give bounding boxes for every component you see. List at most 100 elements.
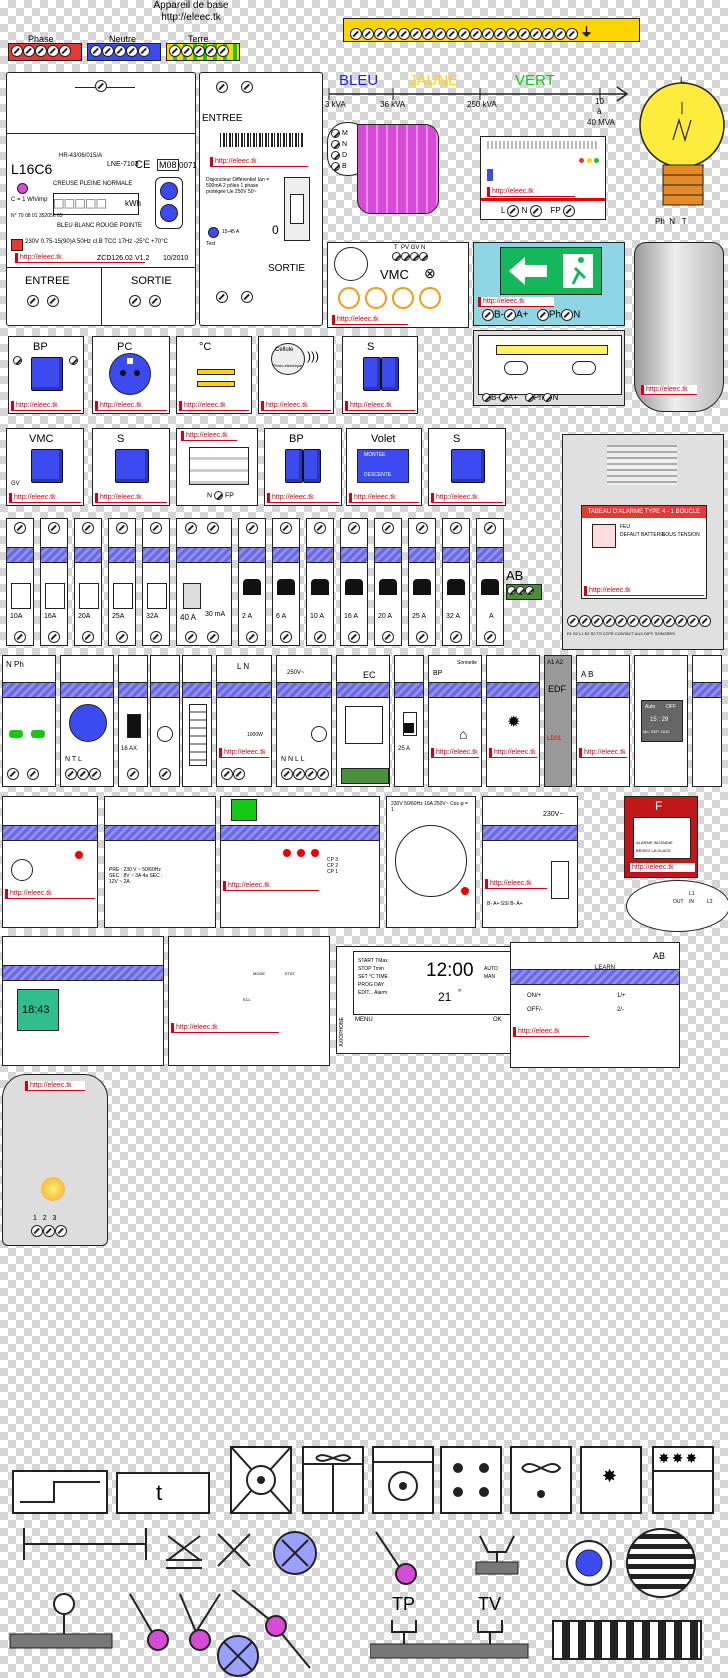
module-volet: Volet MONTEE DESCENTE http://eleec.tk <box>346 428 422 506</box>
module-s-single-2: S http://eleec.tk <box>428 428 506 506</box>
module-n-ph: N Ph <box>2 655 56 787</box>
symbol-antenna <box>475 1535 519 1575</box>
screw-icon <box>169 45 181 57</box>
sun-icon: ✹ <box>507 714 521 731</box>
symbol-pendants <box>129 1590 311 1677</box>
electric-meter: L16C6 HR-43/06/015/A LNE-7103 CE M08 007… <box>6 72 197 326</box>
meter-url[interactable]: http://eleec.tk <box>15 253 145 263</box>
module-pilot: http://eleec.tk N FP <box>176 428 258 506</box>
remote-detector: http://eleec.tk 1 2 3 <box>2 1074 108 1246</box>
module-socket: N T L <box>60 655 114 787</box>
breaker-16a-b[interactable]: 16 A <box>340 518 368 646</box>
vmc-rocker[interactable] <box>31 449 63 483</box>
push-button[interactable] <box>31 357 63 391</box>
module-crepuscular: ✹http://eleec.tk <box>486 655 540 787</box>
wifi-icon: ))) <box>307 349 319 363</box>
fan-icon: ⊗ <box>424 265 436 281</box>
single-rocker[interactable] <box>115 449 149 483</box>
exit-sign-face <box>500 247 602 295</box>
screw-icon <box>181 45 193 57</box>
breaker-20a-b[interactable]: 20 A <box>374 518 402 646</box>
vmc-module: T PV GV N VMC ⊗ http://eleec.tk <box>327 242 469 328</box>
breaker-10a-b[interactable]: 10 A <box>306 518 334 646</box>
breaker-16a[interactable]: 16A <box>40 518 68 646</box>
symbol-lamp-circle <box>273 1531 317 1575</box>
screw-icon <box>193 45 205 57</box>
page-title: Appareil de base <box>153 0 229 11</box>
lightbulb-letter: L <box>679 75 685 85</box>
rocker-left[interactable] <box>363 357 381 391</box>
breaker-10a[interactable]: 10A <box>6 518 34 646</box>
phase-terminals <box>8 43 82 61</box>
star-icon: ✸ <box>602 1466 618 1486</box>
symbol-socket-cross <box>166 1535 202 1569</box>
rocker-right[interactable] <box>381 357 399 391</box>
breaker-25a-b[interactable]: 25 A <box>408 518 436 646</box>
breaker-6a[interactable]: 6 A <box>272 518 300 646</box>
module-m: M <box>150 655 180 787</box>
module-remote-switch: MODE ETAT ECL http://eleec.tk <box>168 936 330 1066</box>
module-s-double: S http://eleec.tk <box>342 336 418 414</box>
impulse-led <box>17 183 28 194</box>
scale-arrow-icon <box>328 86 629 102</box>
module-timer: 250V~N N L L <box>276 655 332 787</box>
symbol-step <box>12 1470 108 1514</box>
bell-icon: ⌂ <box>459 726 468 742</box>
smoke-detector: OUT L1 IN L2 <box>626 880 728 932</box>
module-ec: EC <box>336 655 390 787</box>
breaker-20a[interactable]: 20A <box>74 518 102 646</box>
volet-rocker[interactable]: MONTEE DESCENTE <box>357 449 409 483</box>
symbol-spot: ✸ <box>580 1446 642 1514</box>
main-switch[interactable] <box>284 177 310 241</box>
screw-icon <box>35 45 47 57</box>
screw-icon <box>11 45 23 57</box>
screw-icon <box>217 45 229 57</box>
module-bp-double: BP http://eleec.tk <box>264 428 342 506</box>
test-button[interactable] <box>208 227 219 238</box>
symbol-speaker-grille <box>626 1528 696 1598</box>
symbol-pendant-lamp <box>375 1531 417 1585</box>
screw-icon <box>102 45 114 57</box>
disjoncteur-branchement: ENTREE http://eleec.tk Disjoncteur Diffé… <box>199 72 323 326</box>
module-vmc-switch: VMC GV http://eleec.tk <box>6 428 84 506</box>
module-dimmer: 230V 50/60Hz 16A 250V~ Cos φ = 1 <box>386 796 476 928</box>
breaker-25a[interactable]: 25A <box>108 518 136 646</box>
power-scale: BLEU JAUNE VERT 3 kVA 36 kVA 250 kVA 10 … <box>325 70 635 130</box>
symbol-timer: t <box>116 1472 210 1514</box>
breaker-2a[interactable]: 2 A <box>238 518 266 646</box>
breaker-32a[interactable]: 32A <box>142 518 170 646</box>
module-diff-relay: http://eleec.tk <box>2 796 98 928</box>
meter-button-top[interactable] <box>160 182 178 200</box>
screw-icon <box>59 45 71 57</box>
header: Appareil de base http://eleec.tk <box>150 0 232 24</box>
header-url: http://eleec.tk <box>161 12 221 23</box>
exit-arrow-icon <box>509 254 593 288</box>
breaker-blank[interactable]: A <box>476 518 504 646</box>
breaker-32a-b[interactable]: 32 A <box>442 518 470 646</box>
lighting-module: http://eleec.tk L N FP <box>480 136 606 220</box>
symbol-lamp-box <box>230 1446 292 1514</box>
motor-module: M N D B <box>327 122 439 214</box>
module-thermostat: °C http://eleec.tk <box>176 336 252 414</box>
symbol-rail <box>23 1528 147 1560</box>
alarm-panel: TABEAU D'ALARME TYPE 4 - 1 BOUCLE FEU DE… <box>562 434 724 650</box>
screw-icon <box>126 45 138 57</box>
lamp-glow-icon <box>41 1177 65 1201</box>
photocell-icon <box>271 343 305 375</box>
screw-icon <box>47 45 59 57</box>
meter-buttons <box>155 177 183 229</box>
earth-icon: ⏚ <box>580 25 593 39</box>
vmc-ports <box>338 287 441 311</box>
screw-icon <box>95 80 107 92</box>
screw-icon <box>90 45 102 57</box>
meter-button-bottom[interactable] <box>160 204 178 222</box>
